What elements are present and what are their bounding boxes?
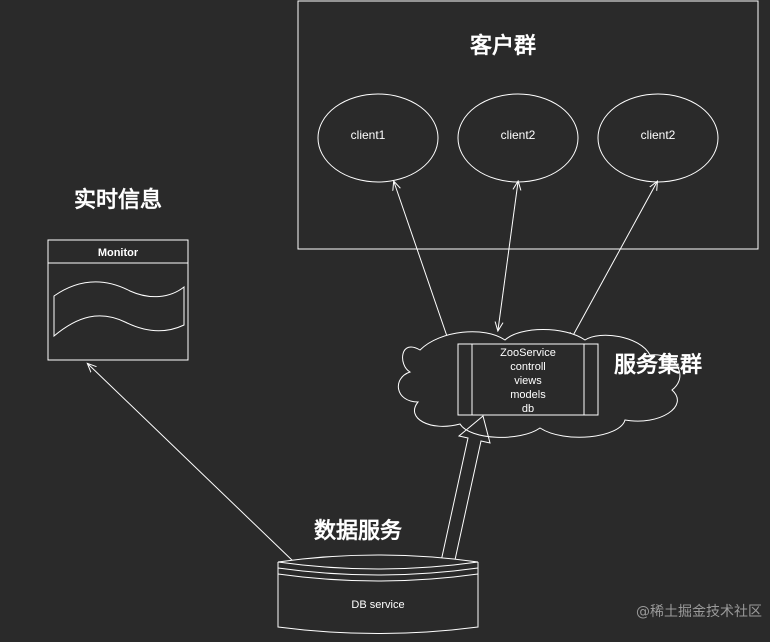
service-box: [457, 343, 599, 416]
block-arrow-db-service: [439, 415, 491, 570]
monitor-label: Monitor: [98, 247, 139, 259]
service-line-4: models: [510, 389, 546, 401]
client-group-title: 客户群: [470, 33, 536, 59]
watermark-text: @稀土掘金技术社区: [636, 604, 762, 620]
service-line-5: db: [522, 403, 534, 415]
arrow-client2-service: [498, 182, 518, 330]
service-line-3: views: [514, 375, 542, 387]
db-cylinder-body: [277, 562, 479, 634]
arrow-client3-service: [570, 182, 657, 341]
service-cluster-title: 服务集群: [614, 352, 702, 378]
client-group-box: [297, 0, 759, 250]
db-service-label: DB service: [351, 599, 404, 611]
db-cylinder-top: [277, 554, 479, 570]
client-node-1-label: client1: [351, 128, 386, 142]
db-cylinder-ring-1: [277, 567, 479, 576]
client-node-3-label: client2: [641, 128, 676, 142]
monitor-wave-icon: [53, 281, 185, 338]
arrow-client1-service: [394, 182, 450, 345]
client-node-1: [317, 93, 439, 183]
arrow-db-monitor: [88, 364, 296, 564]
realtime-info-title: 实时信息: [74, 187, 162, 213]
data-service-title: 数据服务: [314, 518, 403, 544]
client-node-2-label: client2: [501, 128, 536, 142]
service-line-1: ZooService: [500, 347, 556, 359]
db-cylinder-ring-2: [277, 573, 479, 582]
monitor-box: [47, 239, 189, 361]
service-line-2: controll: [510, 361, 545, 373]
